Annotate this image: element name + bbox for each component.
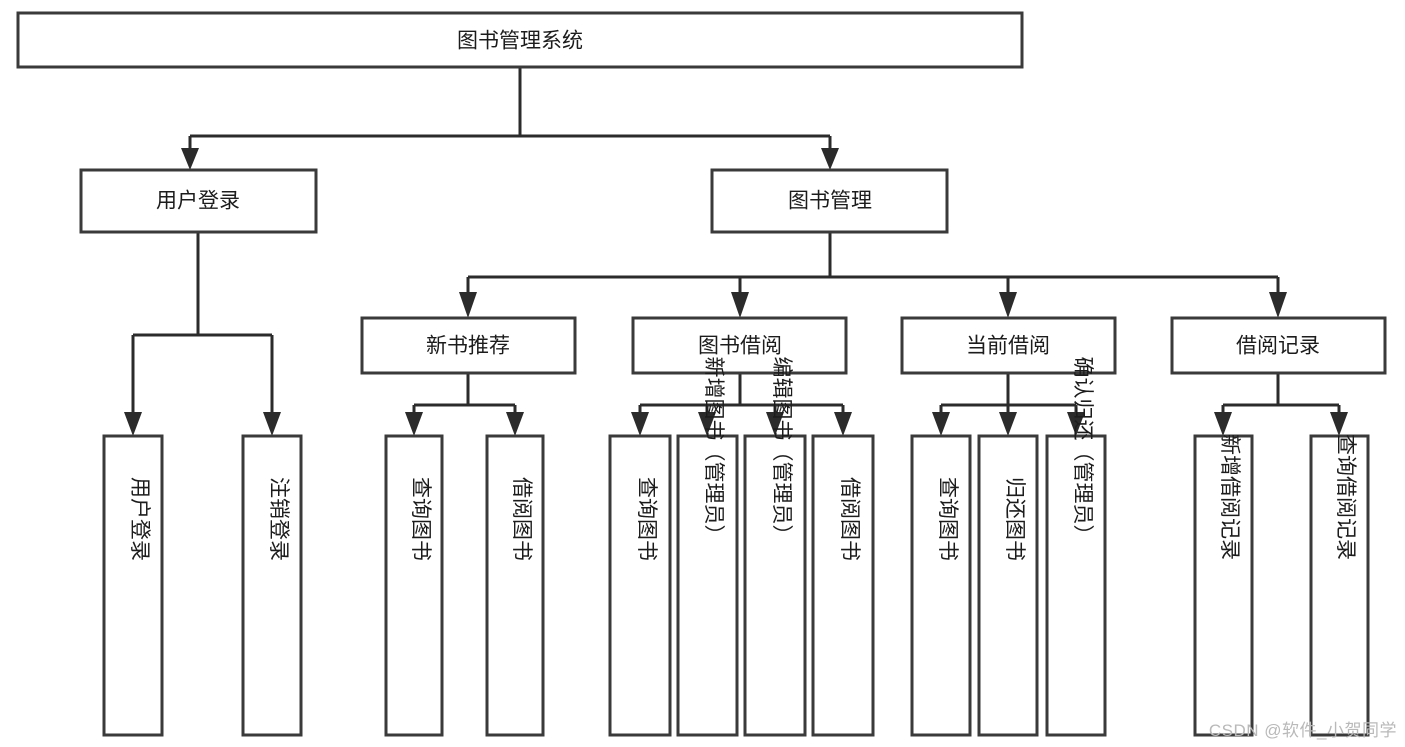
- leaf-book-borrow-1-label: 查询图书: [635, 477, 658, 561]
- leaf-borrow-record-1-box[interactable]: [1193, 434, 1254, 737]
- leaf-book-borrow-4-box[interactable]: [811, 434, 875, 737]
- arrow-book-to-n3: [999, 292, 1017, 318]
- node-book-management-label: 图书管理: [788, 190, 872, 213]
- leaf-book-borrow-2-box[interactable]: [676, 434, 739, 737]
- leaf-book-borrow-4[interactable]: 借阅图书: [811, 434, 875, 737]
- arrow-n2-leaf1: [631, 412, 649, 436]
- leaf-current-borrow-2[interactable]: 归还图书: [977, 434, 1039, 737]
- arrow-n4-leaf1: [1214, 412, 1232, 436]
- node-user-login[interactable]: 用户登录: [79, 168, 318, 234]
- leaf-current-borrow-1[interactable]: 查询图书: [910, 434, 972, 737]
- leaf-current-borrow-2-box[interactable]: [977, 434, 1039, 737]
- node-user-login-box[interactable]: [79, 168, 318, 234]
- node-book-borrow[interactable]: 图书借阅: [631, 316, 848, 375]
- leaf-book-borrow-2[interactable]: 新增图书（管理员）: [676, 357, 739, 737]
- leaf-current-borrow-1-box[interactable]: [910, 434, 972, 737]
- leaf-book-borrow-2-label: 新增图书（管理员）: [702, 357, 725, 546]
- leaf-book-borrow-1[interactable]: 查询图书: [608, 434, 672, 737]
- leaf-user-login-1[interactable]: 用户登录: [102, 434, 164, 737]
- node-current-borrow-box[interactable]: [900, 316, 1117, 375]
- leaf-user-login-2[interactable]: 注销登录: [241, 434, 303, 737]
- leaf-book-borrow-3[interactable]: 编辑图书（管理员）: [743, 357, 807, 737]
- leaf-user-login-1-label: 用户登录: [128, 477, 151, 561]
- arrow-n3-leaf2: [999, 412, 1017, 436]
- node-borrow-record-box[interactable]: [1170, 316, 1387, 375]
- node-book-management-box[interactable]: [710, 168, 949, 234]
- leaf-new-book-1[interactable]: 查询图书: [384, 434, 444, 737]
- arrow-book-to-n4: [1269, 292, 1287, 318]
- arrow-n2-leaf2: [698, 412, 716, 436]
- leaf-current-borrow-3-label: 确认归还（管理员）: [1071, 357, 1094, 546]
- arrow-book-to-n2: [731, 292, 749, 318]
- node-current-borrow[interactable]: 当前借阅: [900, 316, 1117, 375]
- leaf-borrow-record-2-label: 查询借阅记录: [1334, 434, 1357, 560]
- leaf-borrow-record-1-label: 新增借阅记录: [1218, 434, 1241, 560]
- arrow-n1-leaf2: [506, 412, 524, 436]
- arrow-n2-leaf3: [766, 412, 784, 436]
- leaf-book-borrow-3-label: 编辑图书（管理员）: [770, 357, 793, 546]
- node-user-login-label: 用户登录: [156, 190, 240, 213]
- leaf-borrow-record-2[interactable]: 查询借阅记录: [1309, 434, 1370, 737]
- node-root-box[interactable]: [16, 11, 1024, 69]
- leaf-user-login-2-box[interactable]: [241, 434, 303, 737]
- node-current-borrow-label: 当前借阅: [966, 335, 1050, 358]
- arrow-book-to-n1: [459, 292, 477, 318]
- leaf-borrow-record-2-box[interactable]: [1309, 434, 1370, 737]
- arrow-n3-leaf3: [1067, 412, 1085, 436]
- leaf-book-borrow-4-label: 借阅图书: [838, 477, 861, 561]
- leaf-current-borrow-2-label: 归还图书: [1003, 477, 1026, 561]
- arrow-root-to-user: [181, 148, 199, 170]
- leaf-new-book-2[interactable]: 借阅图书: [485, 434, 545, 737]
- arrow-user-leaf2: [263, 412, 281, 436]
- leaf-current-borrow-3-box[interactable]: [1045, 434, 1107, 737]
- node-root-label: 图书管理系统: [457, 30, 583, 53]
- leaf-new-book-1-label: 查询图书: [409, 477, 432, 561]
- node-new-book-recommend-box[interactable]: [360, 316, 577, 375]
- arrow-n3-leaf1: [932, 412, 950, 436]
- arrow-n2-leaf4: [834, 412, 852, 436]
- leaf-book-borrow-1-box[interactable]: [608, 434, 672, 737]
- node-book-borrow-box[interactable]: [631, 316, 848, 375]
- leaf-current-borrow-3[interactable]: 确认归还（管理员）: [1045, 357, 1107, 737]
- arrow-n1-leaf1: [405, 412, 423, 436]
- arrow-user-leaf1: [124, 412, 142, 436]
- leaf-new-book-1-box[interactable]: [384, 434, 444, 737]
- arrow-root-to-book: [821, 148, 839, 170]
- arrow-n4-leaf2: [1330, 412, 1348, 436]
- node-book-borrow-label: 图书借阅: [698, 335, 782, 358]
- leaf-user-login-1-box[interactable]: [102, 434, 164, 737]
- leaf-book-borrow-3-box[interactable]: [743, 434, 807, 737]
- node-borrow-record[interactable]: 借阅记录: [1170, 316, 1387, 375]
- leaf-new-book-2-label: 借阅图书: [510, 477, 533, 561]
- leaf-user-login-2-label: 注销登录: [267, 477, 290, 561]
- leaf-current-borrow-1-label: 查询图书: [936, 477, 959, 561]
- node-borrow-record-label: 借阅记录: [1236, 335, 1320, 358]
- node-book-management[interactable]: 图书管理: [710, 168, 949, 234]
- connector-layer: [124, 67, 1348, 436]
- leaf-borrow-record-1[interactable]: 新增借阅记录: [1193, 434, 1254, 737]
- node-new-book-recommend-label: 新书推荐: [426, 335, 510, 358]
- leaf-new-book-2-box[interactable]: [485, 434, 545, 737]
- node-root[interactable]: 图书管理系统: [16, 11, 1024, 69]
- node-new-book-recommend[interactable]: 新书推荐: [360, 316, 577, 375]
